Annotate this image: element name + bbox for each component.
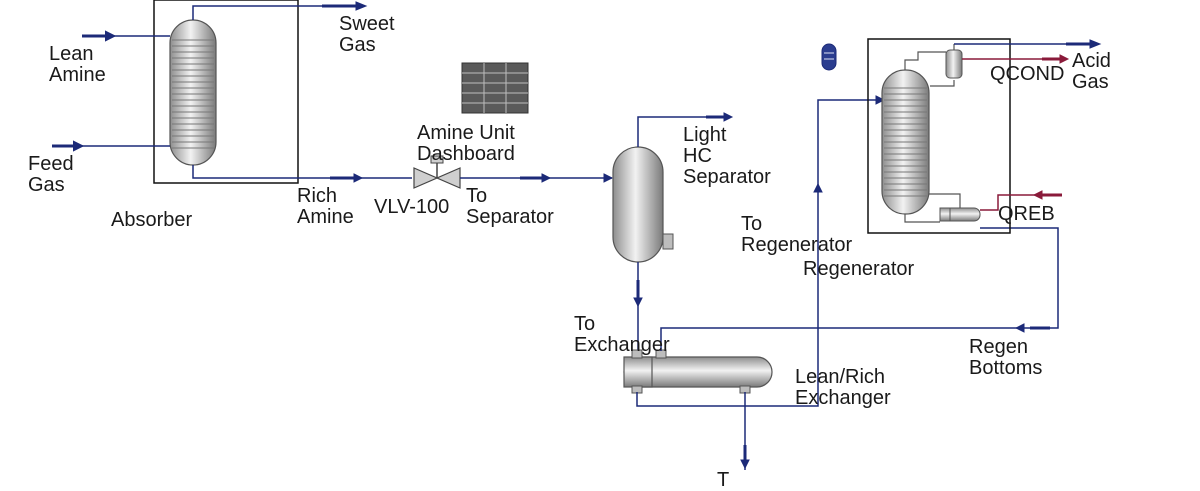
to-separator-label: To Separator (466, 185, 554, 228)
lean-amine-stream[interactable] (82, 30, 170, 42)
qcond-label: QCOND (990, 63, 1065, 85)
regen-bottoms-label: Regen Bottoms (969, 336, 1043, 379)
regenerator-label: Regenerator (803, 258, 915, 280)
rich-amine-label: Rich Amine (297, 185, 354, 228)
dashboard-label: Amine Unit Dashboard (417, 122, 515, 165)
absorber-label: Absorber (111, 209, 193, 231)
qreb-label: QREB (998, 203, 1055, 225)
to-regenerator-label: To Regenerator (741, 213, 853, 256)
process-flow-diagram (52, 0, 1102, 470)
feed-gas-label: Feed Gas (28, 153, 74, 196)
rich-amine-stream[interactable] (192, 165, 412, 183)
absorber-column (169, 19, 217, 166)
sweet-gas-stream[interactable] (192, 1, 368, 20)
acid-gas-label: Acid Gas (1072, 50, 1111, 93)
to-exchanger-stream[interactable] (633, 262, 643, 352)
qcond-energy-stream[interactable] (962, 54, 1070, 64)
light-hc-separator-vessel[interactable] (612, 146, 674, 263)
lean-amine-label: Lean Amine (49, 43, 106, 86)
sweet-gas-label: Sweet Gas (339, 13, 395, 56)
qreb-energy-stream[interactable] (980, 190, 1062, 211)
to-separator-stream[interactable] (460, 173, 614, 183)
lean-rich-exchanger-label: Lean/Rich Exchanger (795, 366, 891, 409)
condenser[interactable] (945, 44, 963, 79)
reboiler[interactable] (939, 207, 981, 222)
regen-bottoms-stream[interactable] (660, 227, 1059, 351)
bottom-outlet-stream[interactable] (740, 392, 750, 470)
spreadsheet-grid-icon[interactable] (461, 62, 529, 114)
spreadsheet-icon[interactable] (821, 43, 837, 71)
regenerator-column (881, 69, 930, 215)
light-hc-stream[interactable] (637, 112, 734, 147)
bottom-stream-label: T (717, 469, 730, 491)
feed-gas-stream[interactable] (52, 140, 170, 152)
lean-rich-exchanger[interactable] (623, 349, 773, 394)
absorber-block[interactable] (153, 0, 299, 184)
to-regenerator-stream[interactable] (636, 95, 886, 407)
acid-gas-stream[interactable] (954, 39, 1102, 49)
vlv-100-label: VLV-100 (374, 196, 450, 218)
light-hc-separator-label: Light HC Separator (683, 124, 771, 188)
to-exchanger-label: To Exchanger (574, 313, 670, 356)
regenerator-block[interactable] (867, 38, 1011, 234)
